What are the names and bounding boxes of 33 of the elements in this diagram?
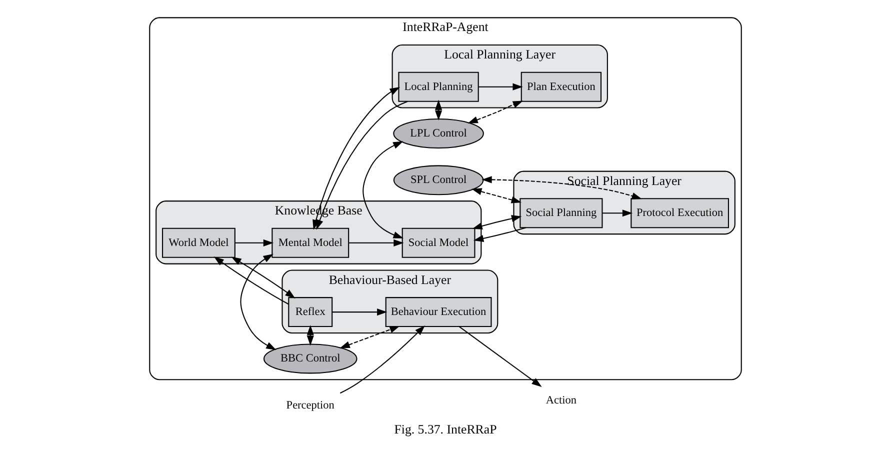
node-box: Reflex [288,297,332,328]
arrow [471,188,521,204]
node-box: Protocol Execution [630,198,728,228]
node-text: Perception [286,399,334,412]
arrow [362,141,403,238]
arrow [467,100,523,124]
node-box: Behaviour Execution [384,297,492,328]
node-box: World Model [162,228,235,258]
node-text: Action [545,394,576,407]
arrow [230,256,295,298]
arrow [306,325,314,346]
arrow [602,210,632,217]
arrow [332,308,387,316]
arrow [458,326,542,387]
arrow [348,239,404,246]
caption: Fig. 5.37. InteRRaP [394,422,496,436]
node-box: Social Planning [519,198,602,228]
node-box: Social Model [401,228,475,258]
arrow [478,83,522,90]
node-ellipse: BBC Control [262,344,357,374]
arrow [240,254,276,350]
arrow [481,176,642,200]
arrow [316,100,408,230]
arrow [434,100,442,121]
arrow [339,325,424,394]
node-box: Local Planning [398,72,478,102]
arrow [234,239,274,246]
arrow [472,227,526,242]
arrow [213,256,288,305]
node-box: Plan Execution [520,72,602,102]
arrow [472,215,522,230]
arrow [339,326,400,348]
node-box: Mental Model [271,228,349,258]
